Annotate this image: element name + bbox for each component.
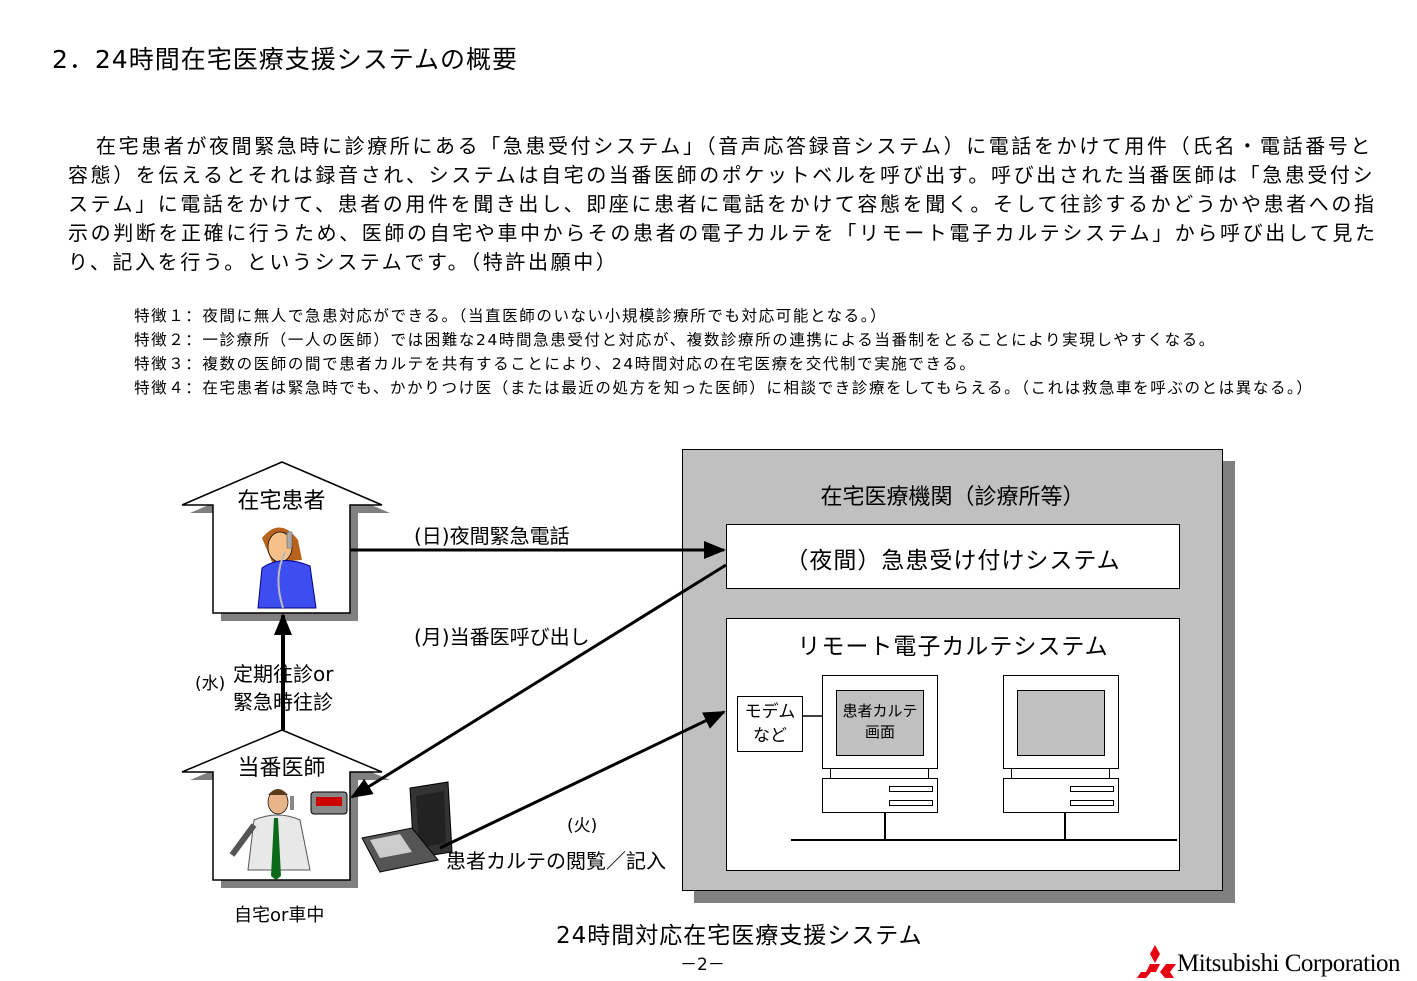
page-doctor-label: (月)当番医呼び出し xyxy=(414,625,590,649)
chart-mark: (火) xyxy=(567,816,598,836)
paragraph-line: 示の判断を正確に行うため、医師の自宅や車中からその患者の電子カルテを「リモート電… xyxy=(68,221,1378,245)
computer-monitor-2 xyxy=(1003,675,1119,769)
arrow-page-doctor xyxy=(350,563,727,799)
arrow-chart-access xyxy=(439,710,726,850)
feature-1: 特徴１：夜間に無人で急患対応ができる。（当直医師のいない小規模診療所でも対応可能… xyxy=(134,307,888,325)
institution-label: 在宅医療機関（診療所等） xyxy=(820,485,1085,510)
feature-3: 特徴３：複数の医師の間で患者カルテを共有することにより、24時間対応の在宅医療を… xyxy=(134,355,977,373)
chart-access-label: 患者カルテの閲覧／記入 xyxy=(446,849,666,873)
page-number: －2－ xyxy=(680,955,725,975)
feature-4: 特徴４：在宅患者は緊急時でも、かかりつけ医（または最近の処方を知った医師）に相談… xyxy=(134,379,1314,397)
paragraph-line: 在宅患者が夜間緊急時に診療所にある「急患受付システム」（音声応答録音システム）に… xyxy=(96,134,1373,158)
reception-system-box: （夜間）急患受け付けシステム xyxy=(726,524,1180,589)
paragraph-line: 容態）を伝えるとそれは録音され、システムは自宅の当番医師のポケットベルを呼び出す… xyxy=(68,163,1376,187)
computer-case-2 xyxy=(1003,778,1119,813)
visit-label: 定期往診or xyxy=(233,662,334,686)
patient-house-label: 在宅患者 xyxy=(237,489,326,514)
doctor-location-label: 自宅or車中 xyxy=(234,905,325,926)
screen-label-2: 画面 xyxy=(864,723,895,741)
visit-mark: (水) xyxy=(195,674,226,694)
visit-label-2: 緊急時往診 xyxy=(233,690,333,714)
mitsubishi-logo-icon xyxy=(1137,945,1176,978)
feature-2: 特徴２：一診療所（一人の医師）では困難な24時間急患受付と対応が、複数診療所の連… xyxy=(134,331,1216,349)
patient-phone-icon xyxy=(257,527,317,609)
doctor-phone-icon xyxy=(229,789,311,880)
paragraph-line: ステム」に電話をかけて、患者の用件を聞き出し、即座に患者に電話をかけて容態を聞く… xyxy=(68,192,1377,216)
paragraph-line: り、記入を行う。というシステムです。（特許出願中） xyxy=(68,250,619,274)
computer-case-1 xyxy=(822,778,938,813)
modem-box: モデム など xyxy=(737,696,803,752)
patient-chart-screen: 患者カルテ 画面 xyxy=(836,690,924,756)
screen-label: 患者カルテ xyxy=(842,702,918,720)
modem-label: モデム xyxy=(744,702,796,722)
doctor-house-label: 当番医師 xyxy=(237,756,326,781)
diagram-caption: 24時間対応在宅医療支援システム xyxy=(556,923,923,949)
night-call-label: (日)夜間緊急電話 xyxy=(414,524,570,548)
page-title: 2．24時間在宅医療支援システムの概要 xyxy=(52,45,518,74)
modem-label-2: など xyxy=(753,726,787,746)
laptop-icon xyxy=(361,781,453,873)
reception-system-label: （夜間）急患受け付けシステム xyxy=(785,548,1121,574)
blank-screen xyxy=(1017,690,1105,756)
computer-monitor-1: 患者カルテ 画面 xyxy=(822,675,938,769)
company-logo-text: Mitsubishi Corporation xyxy=(1177,950,1401,977)
remote-system-label: リモート電子カルテシステム xyxy=(797,634,1109,660)
pager-icon xyxy=(310,791,348,815)
